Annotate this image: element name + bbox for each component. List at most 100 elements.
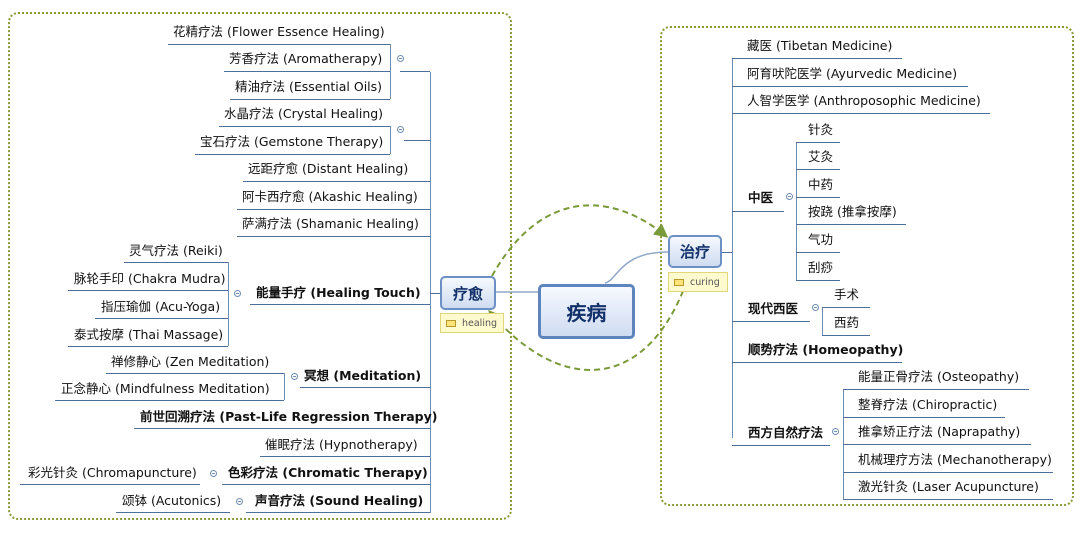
- node-reiki[interactable]: 灵气疗法 (Reiki): [129, 243, 223, 258]
- node-chromatic-therapy[interactable]: 色彩疗法 (Chromatic Therapy): [228, 465, 428, 480]
- branch-line: [195, 154, 390, 155]
- branch-line: [390, 44, 391, 99]
- node-shamanic-healing[interactable]: 萨满疗法 (Shamanic Healing): [242, 216, 419, 231]
- branch-line: [796, 224, 906, 225]
- note-icon: [674, 278, 684, 286]
- collapse-icon[interactable]: [210, 470, 217, 477]
- node-acupuncture[interactable]: 针灸: [808, 122, 834, 137]
- node-homeopathy[interactable]: 顺势疗法 (Homeopathy): [748, 342, 904, 357]
- node-chromapuncture[interactable]: 彩光针灸 (Chromapuncture): [28, 465, 197, 480]
- node-western-medicine[interactable]: 现代西医: [748, 301, 799, 316]
- branch-line: [20, 484, 200, 485]
- collapse-icon[interactable]: [236, 498, 243, 505]
- collapse-icon[interactable]: [291, 373, 298, 380]
- branch-line: [732, 86, 968, 87]
- node-healing-touch[interactable]: 能量手疗 (Healing Touch): [256, 285, 421, 300]
- node-sound-healing[interactable]: 声音疗法 (Sound Healing): [255, 493, 424, 508]
- branch-line: [230, 99, 390, 100]
- healing-hub[interactable]: 疗愈: [440, 276, 496, 310]
- node-tuina[interactable]: 按跷 (推拿按摩): [808, 204, 897, 219]
- node-herbal-medicine[interactable]: 中药: [808, 177, 834, 192]
- collapse-icon[interactable]: [812, 304, 819, 311]
- branch-line: [796, 142, 797, 280]
- branch-line: [300, 387, 430, 388]
- node-qigong[interactable]: 气功: [808, 232, 834, 247]
- curing-hub-link: [722, 252, 732, 253]
- branch-line: [168, 44, 390, 45]
- node-meditation[interactable]: 冥想 (Meditation): [304, 368, 422, 383]
- node-naprapathy[interactable]: 推拿矫正疗法 (Naprapathy): [858, 424, 1021, 439]
- healing-note-text: healing: [462, 317, 498, 329]
- branch-line: [732, 362, 902, 363]
- node-moxibustion[interactable]: 艾灸: [808, 149, 834, 164]
- node-gemstone-therapy[interactable]: 宝石疗法 (Gemstone Therapy): [200, 134, 384, 149]
- collapse-icon[interactable]: [786, 193, 793, 200]
- node-tcm[interactable]: 中医: [748, 190, 774, 205]
- node-anthroposophic-medicine[interactable]: 人智学医学 (Anthroposophic Medicine): [747, 93, 981, 108]
- collapse-icon[interactable]: [832, 428, 839, 435]
- curing-note-text: curing: [690, 276, 720, 288]
- node-acutonics[interactable]: 颂钵 (Acutonics): [122, 493, 222, 508]
- healing-trunk: [430, 72, 431, 513]
- branch-line: [796, 252, 840, 253]
- collapse-icon[interactable]: [397, 126, 404, 133]
- healing-note: healing: [440, 313, 504, 333]
- branch-line: [116, 512, 230, 513]
- branch-line: [219, 126, 390, 127]
- branch-line: [796, 169, 840, 170]
- node-mindfulness-meditation[interactable]: 正念静心 (Mindfulness Meditation): [61, 381, 270, 396]
- node-aromatherapy[interactable]: 芳香疗法 (Aromatherapy): [229, 51, 383, 66]
- node-distant-healing[interactable]: 远距疗愈 (Distant Healing): [248, 161, 409, 176]
- branch-line: [68, 346, 228, 347]
- branch-line: [228, 262, 229, 346]
- branch-line: [822, 307, 870, 308]
- branch-line: [843, 499, 1053, 500]
- branch-line: [243, 181, 430, 182]
- node-akashic-healing[interactable]: 阿卡西疗愈 (Akashic Healing): [242, 189, 418, 204]
- branch-line: [796, 197, 840, 198]
- note-icon: [446, 319, 456, 327]
- node-essential-oils[interactable]: 精油疗法 (Essential Oils): [235, 79, 383, 94]
- node-naturopathy[interactable]: 西方自然疗法: [748, 425, 824, 440]
- node-flower-essence[interactable]: 花精疗法 (Flower Essence Healing): [173, 24, 385, 39]
- node-chiropractic[interactable]: 整脊疗法 (Chiropractic): [858, 397, 998, 412]
- branch-line: [732, 113, 990, 114]
- branch-line: [843, 417, 1005, 418]
- node-zen-meditation[interactable]: 禅修静心 (Zen Meditation): [111, 354, 270, 369]
- branch-line: [260, 456, 430, 457]
- root-node[interactable]: 疾病: [538, 284, 635, 339]
- node-western-drugs[interactable]: 西药: [834, 315, 860, 330]
- node-past-life-regression[interactable]: 前世回溯疗法 (Past-Life Regression Therapy): [140, 409, 438, 424]
- collapse-icon[interactable]: [397, 55, 404, 62]
- node-laser-acupuncture[interactable]: 激光针灸 (Laser Acupuncture): [858, 479, 1039, 494]
- node-guasha[interactable]: 刮痧: [808, 260, 834, 275]
- branch-line: [732, 58, 902, 59]
- branch-line: [237, 209, 430, 210]
- node-surgery[interactable]: 手术: [834, 287, 860, 302]
- curing-hub[interactable]: 治疗: [668, 235, 722, 268]
- node-tibetan-medicine[interactable]: 藏医 (Tibetan Medicine): [747, 38, 893, 53]
- node-hypnotherapy[interactable]: 催眠疗法 (Hypnotherapy): [265, 437, 418, 452]
- node-mechanotherapy[interactable]: 机械理疗方法 (Mechanotherapy): [858, 452, 1052, 467]
- branch-line: [400, 71, 430, 72]
- branch-line: [224, 71, 390, 72]
- curing-boundary: [660, 26, 1074, 506]
- healing-to-curing-arrow: [491, 204, 669, 277]
- node-chakra-mudra[interactable]: 脉轮手印 (Chakra Mudra): [74, 271, 226, 286]
- node-osteopathy[interactable]: 能量正骨疗法 (Osteopathy): [858, 369, 1020, 384]
- collapse-icon[interactable]: [234, 290, 241, 297]
- branch-line: [390, 126, 391, 154]
- node-ayurvedic-medicine[interactable]: 阿育吠陀医学 (Ayurvedic Medicine): [747, 66, 958, 81]
- branch-line: [55, 400, 284, 401]
- node-thai-massage[interactable]: 泰式按摩 (Thai Massage): [74, 327, 224, 342]
- curing-note: curing: [668, 272, 728, 292]
- healing-boundary: [8, 12, 512, 520]
- branch-line: [124, 262, 228, 263]
- node-crystal-healing[interactable]: 水晶疗法 (Crystal Healing): [224, 106, 384, 121]
- node-acu-yoga[interactable]: 指压瑜伽 (Acu-Yoga): [101, 299, 221, 314]
- root-to-curing-line: [604, 251, 669, 284]
- branch-line: [732, 321, 810, 322]
- branch-line: [796, 280, 840, 281]
